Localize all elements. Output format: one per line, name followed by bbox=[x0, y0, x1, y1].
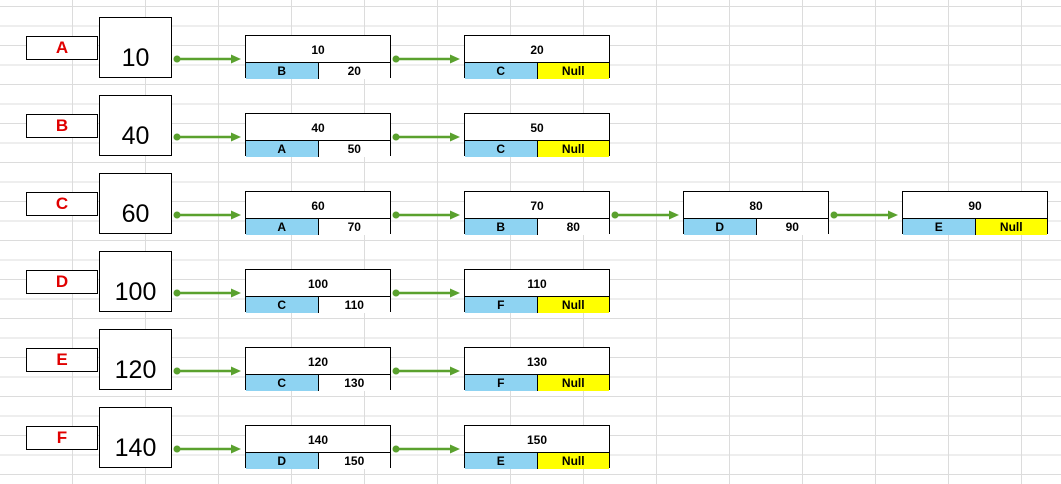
pointer-arrow-1-1 bbox=[392, 132, 460, 142]
node-vertex-ref: B bbox=[465, 219, 538, 235]
pointer-arrow-4-0 bbox=[173, 366, 241, 376]
node-null-pointer: Null bbox=[537, 297, 609, 313]
node-value: 140 bbox=[307, 433, 329, 447]
vertex-head-a: 10 bbox=[99, 17, 172, 78]
pointer-arrow-2-3 bbox=[830, 210, 898, 220]
pointer-arrow-2-0 bbox=[173, 210, 241, 220]
pointer-arrow-0-0 bbox=[173, 54, 241, 64]
vertex-head-b: 40 bbox=[99, 95, 172, 156]
node-vertex-ref: C bbox=[465, 141, 538, 157]
node-null-pointer: Null bbox=[975, 219, 1047, 235]
node-value: 60 bbox=[311, 199, 325, 213]
node-vertex-ref: A bbox=[246, 219, 319, 235]
node-vertex-ref: C bbox=[465, 63, 538, 79]
node-value: 120 bbox=[307, 355, 329, 369]
pointer-arrow-5-1 bbox=[392, 444, 460, 454]
node-value: 50 bbox=[530, 121, 544, 135]
node-value: 40 bbox=[311, 121, 325, 135]
vertex-head-c: 60 bbox=[99, 173, 172, 234]
node-value: 100 bbox=[307, 277, 329, 291]
pointer-arrow-2-1 bbox=[392, 210, 460, 220]
vertex-label-d: D bbox=[26, 270, 98, 294]
pointer-arrow-5-0 bbox=[173, 444, 241, 454]
pointer-arrow-0-1 bbox=[392, 54, 460, 64]
pointer-arrow-4-1 bbox=[392, 366, 460, 376]
vertex-head-d: 100 bbox=[99, 251, 172, 312]
node-null-pointer: Null bbox=[537, 453, 609, 469]
node-vertex-ref: C bbox=[246, 375, 319, 391]
node-vertex-ref: F bbox=[465, 375, 538, 391]
node-vertex-ref: E bbox=[903, 219, 976, 235]
vertex-label-e: E bbox=[26, 348, 98, 372]
vertex-label-f: F bbox=[26, 426, 98, 450]
vertex-label-b: B bbox=[26, 114, 98, 138]
pointer-arrow-1-0 bbox=[173, 132, 241, 142]
vertex-label-a: A bbox=[26, 36, 98, 60]
node-value: 110 bbox=[527, 277, 547, 291]
pointer-arrow-3-1 bbox=[392, 288, 460, 298]
node-next-pointer: 20 bbox=[318, 63, 390, 79]
node-next-pointer: 90 bbox=[756, 219, 828, 235]
vertex-head-e: 120 bbox=[99, 329, 172, 390]
node-value: 20 bbox=[530, 43, 544, 57]
node-value: 80 bbox=[749, 199, 763, 213]
node-next-pointer: 70 bbox=[318, 219, 390, 235]
node-value: 150 bbox=[526, 433, 548, 447]
node-vertex-ref: D bbox=[246, 453, 319, 469]
node-vertex-ref: D bbox=[684, 219, 757, 235]
node-value: 70 bbox=[530, 199, 544, 213]
vertex-head-f: 140 bbox=[99, 407, 172, 468]
node-null-pointer: Null bbox=[537, 141, 609, 157]
node-null-pointer: Null bbox=[537, 375, 609, 391]
node-next-pointer: 150 bbox=[318, 453, 390, 469]
node-vertex-ref: E bbox=[465, 453, 538, 469]
node-value: 10 bbox=[311, 43, 325, 57]
node-vertex-ref: F bbox=[465, 297, 538, 313]
node-next-pointer: 110 bbox=[318, 297, 390, 313]
node-vertex-ref: C bbox=[246, 297, 319, 313]
pointer-arrow-3-0 bbox=[173, 288, 241, 298]
node-value: 90 bbox=[968, 199, 982, 213]
node-next-pointer: 130 bbox=[318, 375, 390, 391]
pointer-arrow-2-2 bbox=[611, 210, 679, 220]
vertex-label-c: C bbox=[26, 192, 98, 216]
node-vertex-ref: A bbox=[246, 141, 319, 157]
node-next-pointer: 50 bbox=[318, 141, 390, 157]
node-next-pointer: 80 bbox=[537, 219, 609, 235]
node-null-pointer: Null bbox=[537, 63, 609, 79]
node-value: 130 bbox=[526, 355, 548, 369]
node-vertex-ref: B bbox=[246, 63, 319, 79]
